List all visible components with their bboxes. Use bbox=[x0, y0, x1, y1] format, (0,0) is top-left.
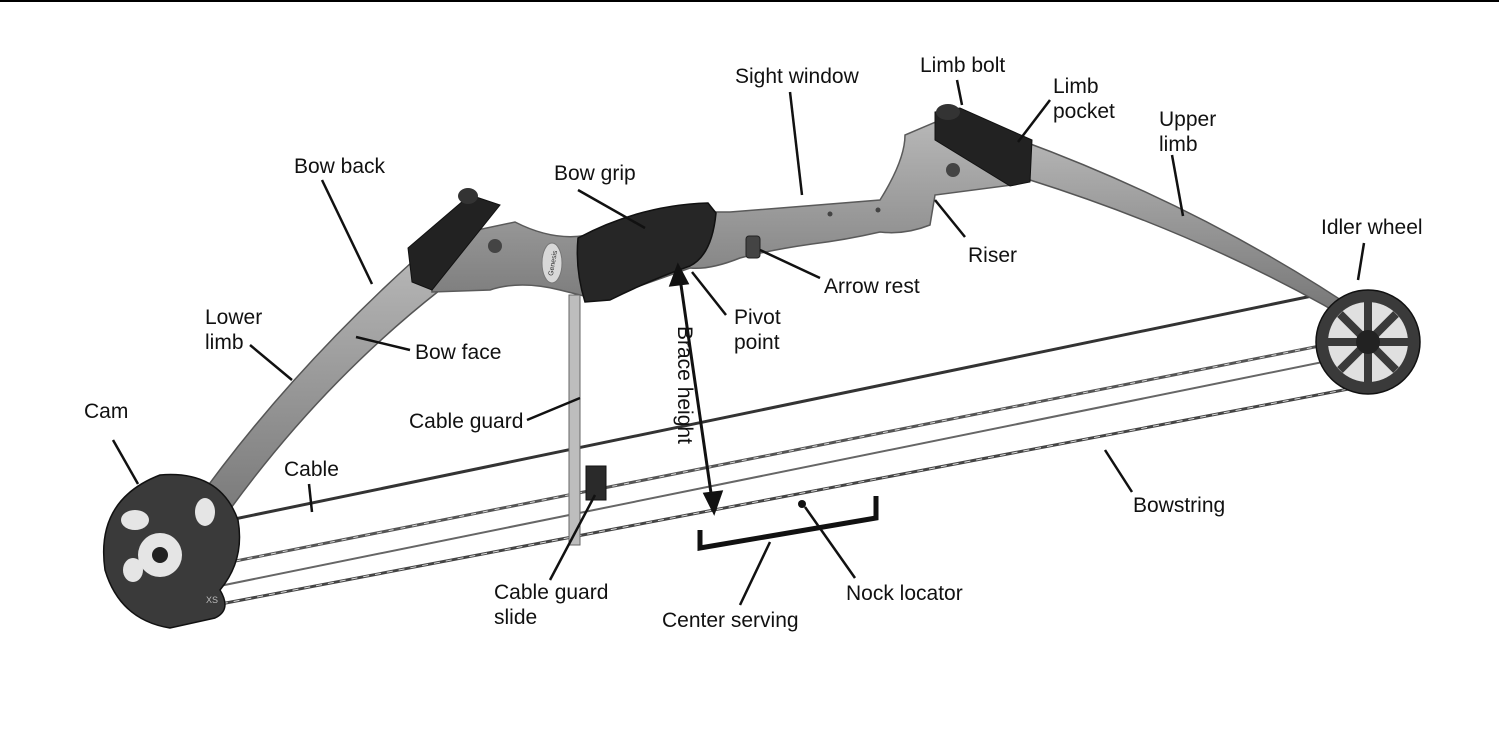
label-limb-bolt: Limb bolt bbox=[920, 54, 1006, 77]
brace-height-arrow bbox=[668, 262, 724, 516]
bow-grip bbox=[576, 202, 717, 303]
upper-limb-pocket bbox=[934, 107, 1033, 187]
label-nock-locator: Nock locator bbox=[846, 582, 963, 605]
label-pivot-point-1: Pivot bbox=[734, 306, 781, 329]
label-arrow-rest: Arrow rest bbox=[824, 275, 920, 298]
label-center-serving: Center serving bbox=[662, 609, 799, 632]
idler-wheel bbox=[1315, 289, 1421, 395]
label-brace-height: Brace height bbox=[673, 326, 696, 444]
cam: XS bbox=[103, 473, 241, 629]
bowstring bbox=[209, 381, 1381, 608]
label-cable-guard-slide-1: Cable guard bbox=[494, 581, 609, 604]
grip-logo-text: Genesis bbox=[548, 250, 559, 277]
label-cable-guard-slide-2: slide bbox=[494, 606, 538, 629]
label-riser: Riser bbox=[968, 244, 1018, 267]
upper-limb-bolt bbox=[936, 104, 960, 120]
label-cam: Cam bbox=[84, 400, 129, 423]
label-limb-pocket-1: Limb bbox=[1053, 75, 1099, 98]
lower-limb-pocket bbox=[407, 194, 501, 291]
bowstring-and-cables bbox=[164, 294, 1381, 608]
label-cable-guard: Cable guard bbox=[409, 410, 524, 433]
label-bow-grip: Bow grip bbox=[554, 162, 636, 185]
label-bow-back: Bow back bbox=[294, 155, 386, 178]
riser-holes bbox=[488, 163, 960, 253]
lower-limb-bolt bbox=[458, 188, 478, 204]
cable-upper bbox=[219, 294, 1313, 524]
cable-cross bbox=[199, 351, 1373, 591]
label-cable: Cable bbox=[284, 458, 339, 481]
nock-locator-dot bbox=[798, 500, 806, 508]
label-sight-window: Sight window bbox=[735, 65, 859, 88]
leader-lines bbox=[111, 79, 1366, 606]
riser bbox=[429, 117, 1016, 301]
label-idler-wheel: Idler wheel bbox=[1321, 216, 1423, 239]
top-rule bbox=[0, 0, 1499, 2]
label-pivot-point-2: point bbox=[734, 331, 780, 354]
cable-lower bbox=[164, 336, 1361, 577]
label-upper-limb-1: Upper bbox=[1159, 108, 1217, 131]
arrow-rest bbox=[745, 235, 761, 259]
label-limb-pocket-2: pocket bbox=[1053, 100, 1115, 123]
label-lower-limb-2: limb bbox=[205, 331, 244, 354]
label-upper-limb-2: limb bbox=[1159, 133, 1198, 156]
label-lower-limb-1: Lower bbox=[205, 306, 263, 329]
cable-guard-rod bbox=[568, 294, 581, 546]
center-serving-bracket bbox=[697, 496, 879, 551]
cam-marking: XS bbox=[206, 595, 218, 605]
grip-logo bbox=[541, 242, 563, 284]
cable-guard-slide bbox=[585, 465, 607, 501]
label-bow-face: Bow face bbox=[415, 341, 502, 364]
label-bowstring: Bowstring bbox=[1133, 494, 1226, 517]
